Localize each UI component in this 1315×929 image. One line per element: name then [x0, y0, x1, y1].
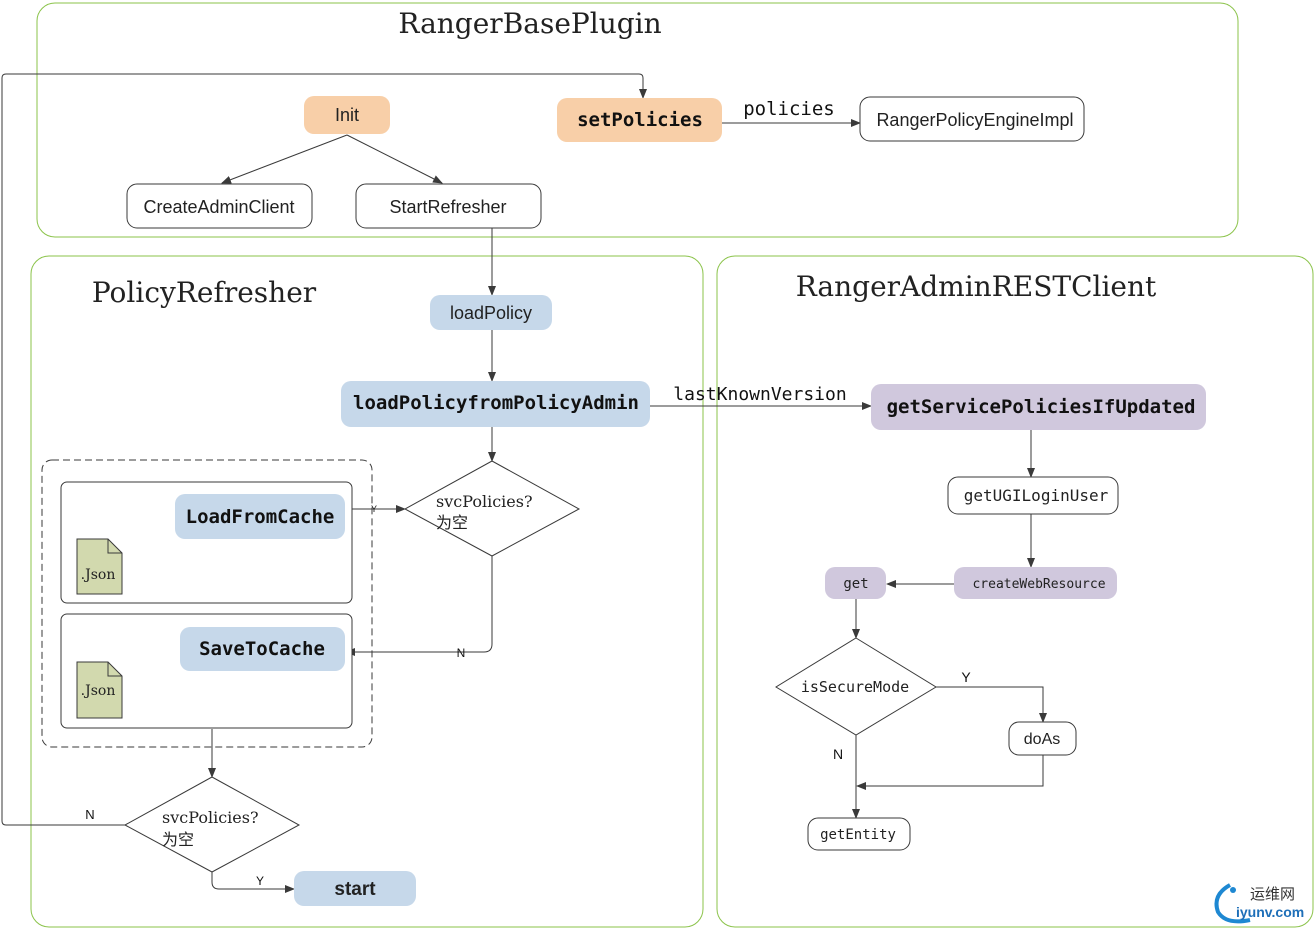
node-do-as	[1008, 721, 1077, 756]
node-load-from-cache	[175, 494, 345, 539]
node-create-admin-client-label: CreateAdminClient	[143, 197, 294, 217]
node-decision-2-line1: svcPolicies?	[162, 808, 259, 827]
edge-decision-1-to-save-to-cache	[345, 556, 493, 656]
watermark-cn-text: 运维网	[1250, 886, 1295, 903]
container-ranger-admin-rest-client	[716, 255, 1314, 928]
container-ranger-base-plugin	[36, 2, 1239, 238]
edge-decision-2-to-start	[211, 872, 295, 893]
edge-label-secure-yes: Y	[961, 669, 971, 685]
edge-label-policies: policies	[743, 98, 835, 120]
node-get-entity-label: getEntity	[820, 827, 896, 843]
edge-init-to-create-admin-client	[221, 134, 348, 184]
node-do-as-label: doAs	[1024, 731, 1060, 748]
node-set-policies-label: setPolicies	[577, 109, 703, 131]
node-save-to-cache	[180, 627, 345, 671]
node-init	[304, 96, 390, 134]
node-decision-1-line1: svcPolicies?	[436, 492, 533, 511]
edge-label-last-known-version: lastKnownVersion	[673, 384, 846, 405]
node-load-policy-from-admin-label: loadPolicyfromPolicyAdmin	[353, 392, 639, 414]
json-file-fold-icon	[107, 662, 122, 677]
node-start-refresher	[355, 183, 542, 229]
node-get-ugi-login-user	[947, 476, 1119, 515]
watermark-logo: 运维网 iyunv.com	[1214, 883, 1304, 924]
edge-label-cache-no: N	[457, 646, 466, 660]
json-file-fold-icon	[107, 539, 122, 554]
node-load-policy	[430, 295, 552, 330]
node-decision-2-line2: 为空	[162, 830, 194, 849]
node-create-web-resource-label: createWebResource	[972, 577, 1105, 592]
edge-do-as-to-merge	[856, 755, 1044, 790]
node-start	[294, 871, 416, 906]
edge-init-to-start-refresher	[346, 134, 443, 184]
node-get-entity	[807, 817, 911, 851]
edge-loop-to-set-policies	[1, 73, 647, 826]
edge-label-final-yes: Y	[256, 874, 264, 888]
watermark-domain-text: iyunv.com	[1236, 904, 1304, 920]
container-title-rest-client: RangerAdminRESTClient	[796, 270, 1157, 303]
node-save-to-cache-label: SaveToCache	[199, 638, 325, 660]
container-title-base-plugin: RangerBasePlugin	[398, 7, 661, 40]
node-set-policies	[557, 98, 722, 142]
node-load-policy-from-admin	[341, 381, 650, 427]
node-load-policy-label: loadPolicy	[450, 303, 532, 323]
node-policy-engine-label: RangerPolicyEngineImpl	[876, 110, 1073, 130]
node-get-ugi-login-user-label: getUGILoginUser	[964, 486, 1109, 505]
json-file-1-label: .Json	[81, 567, 116, 583]
node-init-label: Init	[335, 105, 359, 125]
json-file-2-label: .Json	[81, 683, 116, 699]
node-policy-engine	[859, 96, 1085, 142]
watermark-dot-icon	[1230, 887, 1236, 893]
node-decision-1	[403, 460, 581, 557]
watermark-swoosh-icon	[1214, 883, 1251, 924]
edge-is-secure-mode-to-do-as	[936, 686, 1047, 723]
container-title-refresher: PolicyRefresher	[92, 276, 317, 309]
edge-label-secure-no: N	[833, 746, 843, 762]
node-is-secure-mode	[775, 637, 937, 736]
node-is-secure-mode-label: isSecureMode	[801, 678, 909, 696]
node-load-from-cache-label: LoadFromCache	[186, 506, 335, 528]
node-create-web-resource	[954, 567, 1117, 599]
node-start-refresher-label: StartRefresher	[389, 197, 506, 217]
node-decision-1-line2: 为空	[436, 513, 468, 532]
node-get-service-policies	[871, 384, 1206, 430]
node-start-label: start	[334, 879, 376, 900]
edge-label-final-no: N	[85, 807, 94, 822]
node-get	[825, 567, 886, 599]
container-policy-refresher	[30, 255, 704, 928]
edge-label-cache-yes: Y	[371, 504, 377, 514]
node-get-service-policies-label: getServicePoliciesIfUpdated	[887, 396, 1196, 418]
node-decision-2	[123, 776, 301, 873]
cache-group	[41, 459, 373, 748]
node-get-label: get	[843, 576, 868, 592]
node-create-admin-client	[126, 183, 313, 229]
